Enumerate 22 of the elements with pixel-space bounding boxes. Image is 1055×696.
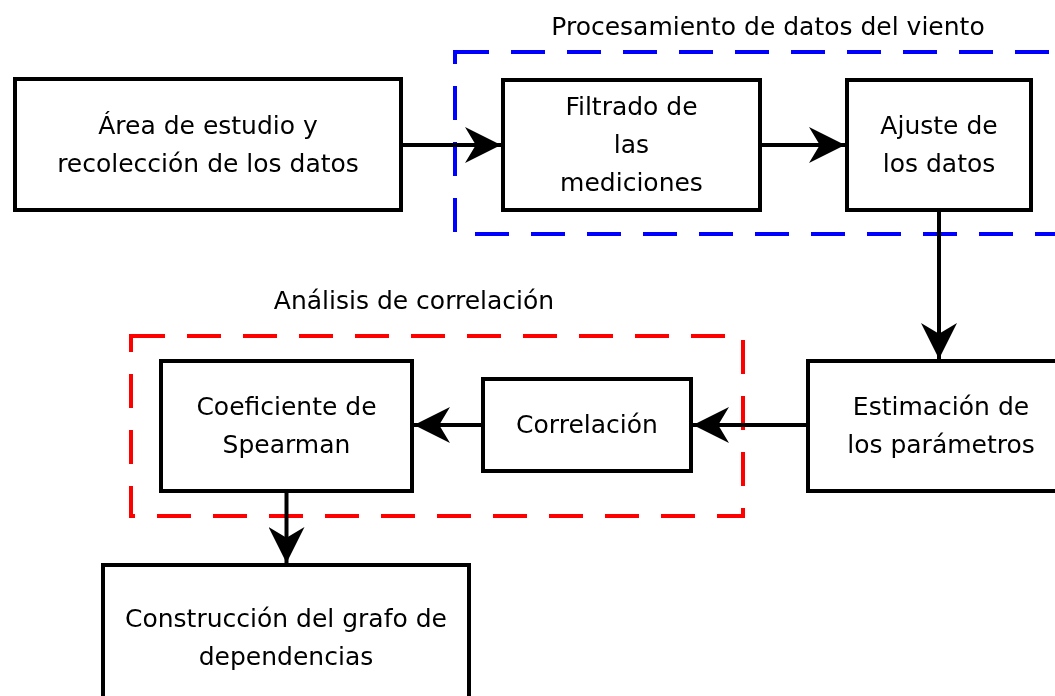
process-box xyxy=(481,377,693,473)
arrow xyxy=(921,212,957,359)
process-box xyxy=(159,359,414,493)
process-box xyxy=(501,78,762,212)
group-title: Análisis de correlación xyxy=(272,286,556,315)
box-label: Estimación de los parámetros xyxy=(846,391,1036,461)
process-box xyxy=(806,359,1055,493)
arrow xyxy=(762,127,845,163)
process-box xyxy=(101,563,471,696)
box-label: Correlación xyxy=(516,409,658,441)
box-label: Filtrado de las mediciones xyxy=(559,91,704,199)
arrow xyxy=(268,493,305,563)
arrow xyxy=(414,407,481,443)
box-label: Ajuste de los datos xyxy=(879,110,999,180)
arrow xyxy=(693,407,806,443)
box-label: Construcción del grafo de dependencias xyxy=(125,603,447,673)
group-title: Procesamiento de datos del viento xyxy=(550,12,986,41)
process-box xyxy=(13,77,403,212)
process-box xyxy=(845,78,1033,212)
arrow xyxy=(403,127,501,163)
box-label: Área de estudio y recolección de los datos xyxy=(56,109,360,180)
box-label: Coeficiente de Spearman xyxy=(195,391,378,461)
